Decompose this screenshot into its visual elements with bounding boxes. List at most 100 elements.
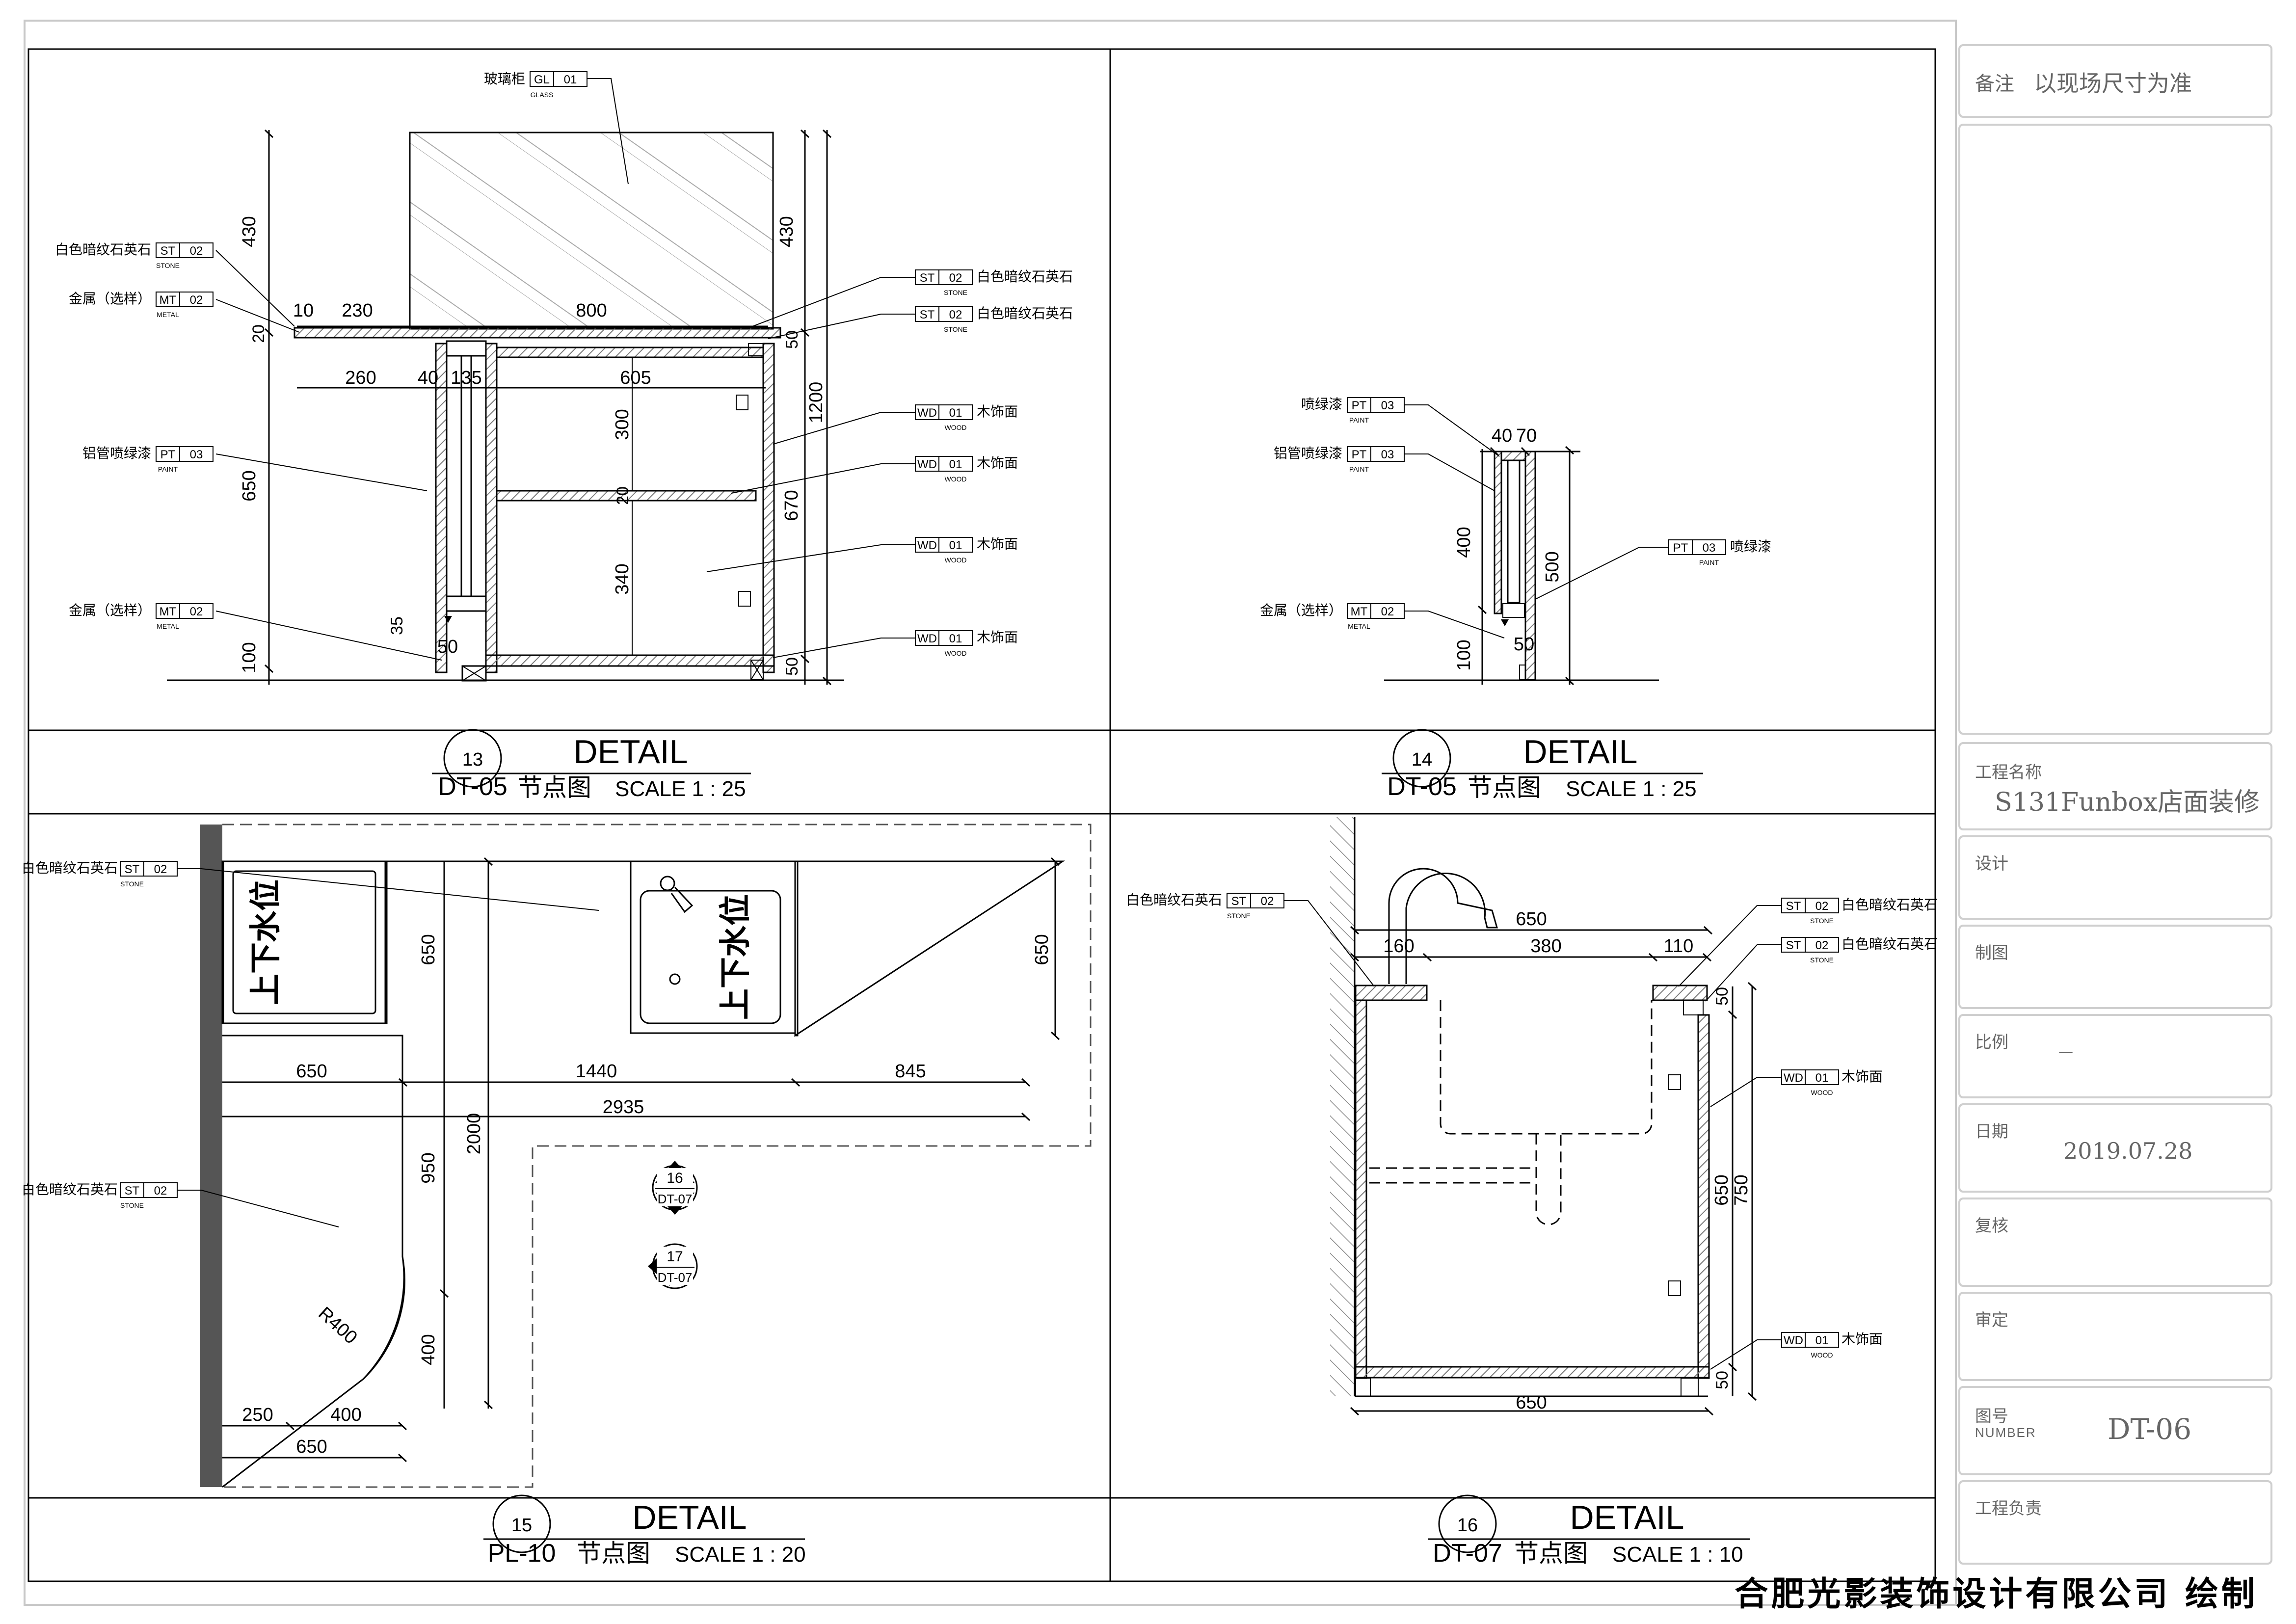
- tb-date-value: 2019.07.28: [2063, 1138, 2193, 1164]
- svg-text:WOOD: WOOD: [944, 475, 966, 483]
- dim-15-650-right: 650: [1032, 934, 1052, 965]
- tag-14-metal: MT 02 METAL 金属（选样）: [1260, 603, 1405, 630]
- svg-text:13: 13: [462, 749, 483, 770]
- svg-text:木饰面: 木饰面: [977, 536, 1018, 552]
- dim-13-300: 300: [612, 409, 633, 440]
- svg-text:01: 01: [1815, 1334, 1829, 1347]
- dim-16-160: 160: [1383, 936, 1414, 957]
- tag-13-wood-1: WD 01 WOOD 木饰面: [915, 404, 1018, 431]
- svg-text:MT: MT: [160, 293, 177, 307]
- tag-16-wood-2: WD 01 WOOD 木饰面: [1781, 1331, 1883, 1359]
- svg-text:白色暗纹石英石: 白色暗纹石英石: [1842, 936, 1938, 952]
- svg-text:金属（选样）: 金属（选样）: [69, 603, 151, 618]
- svg-text:PL-10: PL-10: [488, 1539, 556, 1568]
- drawing-frame: [27, 48, 1936, 1582]
- tag-15-stone-1: ST 02 STONE 白色暗纹石英石: [22, 860, 178, 888]
- svg-text:WOOD: WOOD: [944, 649, 966, 657]
- tb-scale-value: —: [2058, 1043, 2073, 1061]
- detail-13-title: 13 DT-05 DETAIL 节点图 SCALE 1 : 25: [432, 729, 751, 801]
- svg-text:PT: PT: [160, 448, 176, 461]
- tag-13-paint: PT 03 PAINT 铝管喷绿漆: [82, 446, 214, 473]
- svg-text:03: 03: [190, 448, 203, 461]
- detail-14-drawing: 40 70 400 500 100 50 PT 03 PAINT 喷绿漆 PT …: [1260, 397, 1771, 686]
- svg-text:WOOD: WOOD: [1811, 1351, 1833, 1359]
- svg-text:SCALE 1 : 10: SCALE 1 : 10: [1612, 1543, 1743, 1567]
- svg-text:DT-07: DT-07: [658, 1192, 693, 1206]
- dim-13-230: 230: [342, 300, 373, 321]
- svg-text:PAINT: PAINT: [158, 465, 178, 473]
- svg-text:02: 02: [1815, 900, 1829, 913]
- dim-15-845: 845: [895, 1061, 926, 1082]
- svg-text:木饰面: 木饰面: [1842, 1069, 1883, 1084]
- svg-text:玻璃柜: 玻璃柜: [484, 71, 525, 86]
- svg-text:PT: PT: [1352, 448, 1367, 461]
- svg-text:SCALE 1 : 25: SCALE 1 : 25: [615, 777, 746, 801]
- wall-15: [200, 825, 222, 1487]
- tb-design-label: 设计: [1975, 854, 2008, 874]
- svg-text:节点图: 节点图: [577, 1540, 650, 1567]
- svg-text:02: 02: [1261, 895, 1274, 908]
- tag-16-stone-right-2: ST 02 STONE 白色暗纹石英石: [1781, 936, 1938, 964]
- dim-15-2000: 2000: [464, 1113, 484, 1155]
- detail-15-title: 15 PL-10 DETAIL 节点图 SCALE 1 : 20: [483, 1494, 806, 1568]
- svg-text:PAINT: PAINT: [1699, 559, 1719, 566]
- svg-text:01: 01: [1815, 1071, 1829, 1085]
- svg-text:02: 02: [190, 244, 203, 258]
- company-signature: 合肥光影装饰设计有限公司 绘制: [1735, 1574, 2258, 1614]
- tag-13-stone-right-1: ST 02 STONE 白色暗纹石英石: [915, 269, 1073, 296]
- glass-cabinet: [409, 132, 774, 330]
- dim-13-40: 40: [418, 368, 438, 388]
- tb-scale-label: 比例: [1975, 1033, 2008, 1052]
- dim-13-670: 670: [781, 490, 802, 521]
- dim-14-70: 70: [1516, 426, 1537, 446]
- dim-15-650-left: 650: [418, 934, 439, 965]
- svg-text:METAL: METAL: [1348, 622, 1370, 630]
- dim-13-1200: 1200: [806, 382, 827, 424]
- tb-project-label: 工程名称: [1975, 763, 2042, 782]
- tb-draw: 制图: [1958, 925, 2272, 1009]
- svg-text:GL: GL: [534, 73, 550, 86]
- dim-16-380: 380: [1530, 936, 1561, 957]
- tb-project: 工程名称 S131Funbox店面装修: [1958, 742, 2272, 830]
- detail-16-drawing: 650 160 380 110 50 650 750 50 650 ST 02 …: [1126, 817, 1938, 1416]
- tag-13-wood-4: WD 01 WOOD 木饰面: [915, 630, 1018, 657]
- svg-text:木饰面: 木饰面: [977, 630, 1018, 645]
- svg-text:02: 02: [190, 605, 203, 618]
- tag-13-wood-2: WD 01 WOOD 木饰面: [915, 455, 1018, 483]
- dim-16-50-bottom: 50: [1713, 1371, 1732, 1389]
- tb-check-label: 复核: [1975, 1216, 2008, 1236]
- tag-16-stone-left: ST 02 STONE 白色暗纹石英石: [1126, 892, 1284, 920]
- svg-text:METAL: METAL: [157, 622, 179, 630]
- svg-text:02: 02: [154, 863, 167, 876]
- svg-text:白色暗纹石英石: 白色暗纹石英石: [1126, 892, 1222, 907]
- tb-date: 日期 2019.07.28: [1958, 1103, 2272, 1193]
- dim-16-110: 110: [1664, 936, 1694, 957]
- svg-text:01: 01: [949, 406, 962, 420]
- dim-13-10: 10: [293, 300, 314, 321]
- svg-text:DT-07: DT-07: [658, 1270, 693, 1285]
- svg-text:17: 17: [667, 1249, 683, 1265]
- tag-13-stone-left: ST 02 STONE 白色暗纹石英石: [55, 242, 214, 269]
- svg-text:节点图: 节点图: [518, 774, 591, 801]
- svg-text:02: 02: [1815, 939, 1829, 952]
- dim-15-400-width: 400: [330, 1405, 361, 1425]
- svg-text:STONE: STONE: [1227, 912, 1251, 920]
- tb-number-sub: NUMBER: [1975, 1425, 2036, 1440]
- dim-13-605: 605: [620, 368, 651, 388]
- svg-text:MT: MT: [1351, 605, 1368, 618]
- svg-text:MT: MT: [160, 605, 177, 618]
- svg-text:白色暗纹石英石: 白色暗纹石英石: [977, 269, 1073, 284]
- svg-text:白色暗纹石英石: 白色暗纹石英石: [22, 1182, 118, 1197]
- tag-15-stone-2: ST 02 STONE 白色暗纹石英石: [22, 1182, 178, 1209]
- tb-design: 设计: [1958, 835, 2272, 920]
- tag-13-metal-top: MT 02 METAL 金属（选样）: [69, 291, 214, 319]
- dim-13-340: 340: [612, 563, 633, 594]
- svg-text:03: 03: [1381, 399, 1394, 412]
- svg-text:STONE: STONE: [944, 325, 967, 333]
- tb-lead-label: 工程负责: [1975, 1499, 2042, 1518]
- dim-15-2935: 2935: [603, 1097, 644, 1118]
- tb-scale: 比例 —: [1958, 1014, 2272, 1098]
- svg-text:白色暗纹石英石: 白色暗纹石英石: [55, 242, 151, 257]
- dim-15-r400: R400: [314, 1303, 361, 1348]
- svg-text:DT-05: DT-05: [438, 772, 507, 801]
